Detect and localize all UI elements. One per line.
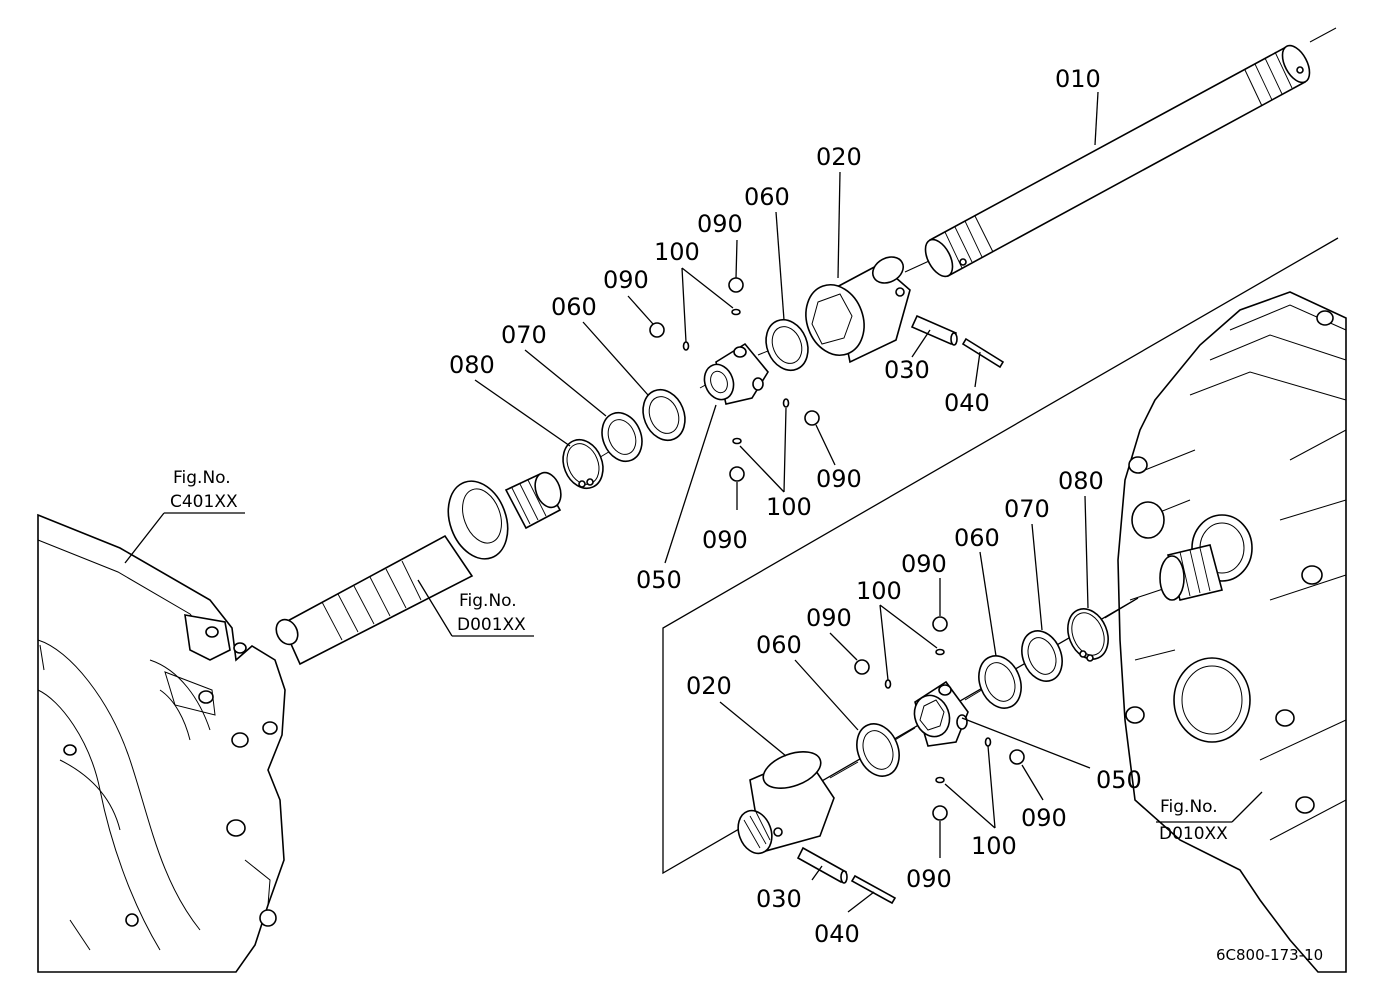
callout-090: 090 bbox=[603, 266, 649, 294]
callout-090: 090 bbox=[816, 465, 862, 493]
callout-080: 080 bbox=[449, 351, 495, 379]
top-callouts: 010 020 060 090 100 090 060 070 080 030 … bbox=[449, 65, 1101, 594]
callout-100: 100 bbox=[856, 577, 902, 605]
figure-ref-label: Fig.No. bbox=[1160, 797, 1218, 817]
callout-100: 100 bbox=[654, 238, 700, 266]
top-assembly bbox=[275, 27, 1337, 666]
callout-060: 060 bbox=[744, 183, 790, 211]
callout-010: 010 bbox=[1055, 65, 1101, 93]
callout-070: 070 bbox=[1004, 495, 1050, 523]
left-housing bbox=[37, 513, 286, 973]
callout-090: 090 bbox=[697, 210, 743, 238]
callout-040: 040 bbox=[814, 920, 860, 948]
callout-090: 090 bbox=[901, 550, 947, 578]
figure-ref-label: Fig.No. bbox=[459, 591, 517, 611]
callout-100: 100 bbox=[971, 832, 1017, 860]
callout-020: 020 bbox=[816, 143, 862, 171]
figure-ref-d001xx: Fig.No. D001XX bbox=[457, 591, 526, 635]
bottom-assembly bbox=[737, 599, 1136, 905]
callout-060: 060 bbox=[954, 524, 1000, 552]
callout-090: 090 bbox=[906, 865, 952, 893]
figure-ref-d010xx: Fig.No. D010XX bbox=[1159, 797, 1228, 844]
figure-ref-code: D010XX bbox=[1159, 824, 1228, 844]
figure-ref-c401xx: Fig.No. C401XX bbox=[170, 468, 238, 512]
callout-080: 080 bbox=[1058, 467, 1104, 495]
callout-100: 100 bbox=[766, 493, 812, 521]
right-housing bbox=[1117, 291, 1347, 973]
document-id: 6C800-173-10 bbox=[1216, 946, 1323, 964]
callout-030: 030 bbox=[884, 356, 930, 384]
callout-050: 050 bbox=[1096, 766, 1142, 794]
leader-lines bbox=[124, 91, 1263, 913]
callout-090: 090 bbox=[1021, 804, 1067, 832]
callout-060: 060 bbox=[756, 631, 802, 659]
callout-090: 090 bbox=[702, 526, 748, 554]
figure-ref-code: D001XX bbox=[457, 615, 526, 635]
bottom-group-outline bbox=[662, 237, 1339, 875]
callout-070: 070 bbox=[501, 321, 547, 349]
bottom-callouts: 080 070 060 090 100 090 060 020 050 090 … bbox=[686, 467, 1142, 948]
callout-020: 020 bbox=[686, 672, 732, 700]
callout-030: 030 bbox=[756, 885, 802, 913]
callout-090: 090 bbox=[806, 604, 852, 632]
figure-ref-code: C401XX bbox=[170, 492, 238, 512]
callout-050: 050 bbox=[636, 566, 682, 594]
callout-040: 040 bbox=[944, 389, 990, 417]
callout-060: 060 bbox=[551, 293, 597, 321]
figure-ref-label: Fig.No. bbox=[173, 468, 231, 488]
